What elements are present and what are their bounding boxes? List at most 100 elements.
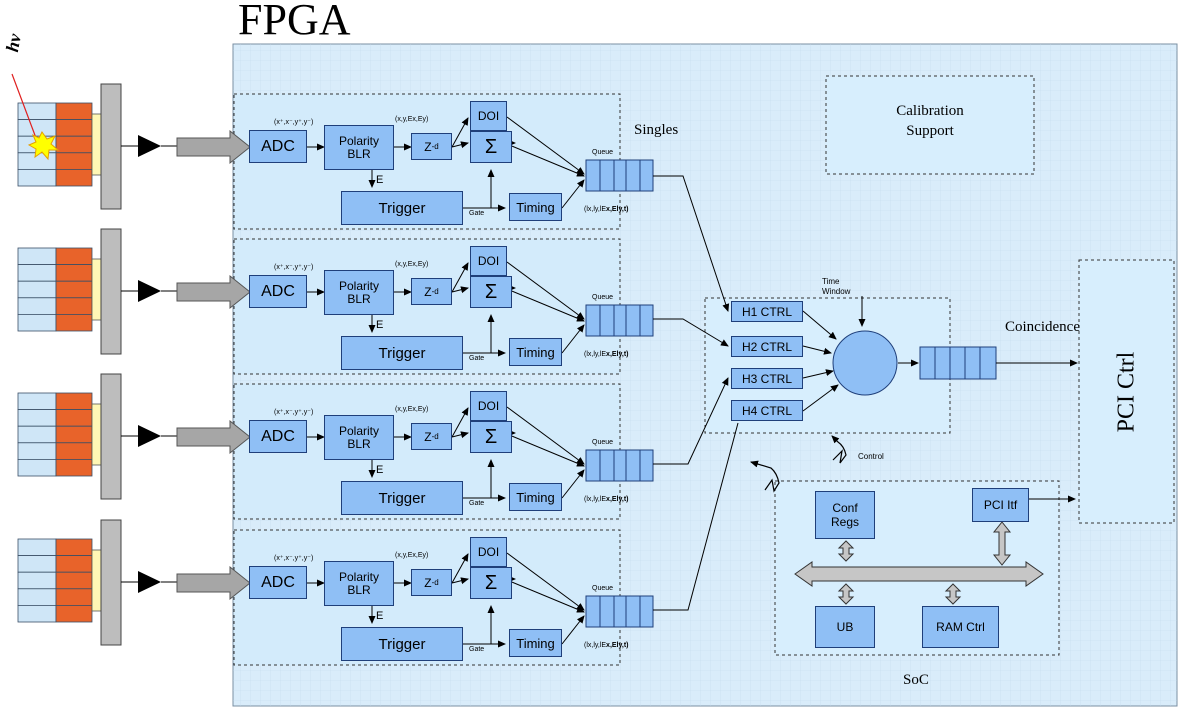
light-guide bbox=[91, 113, 102, 176]
delay-exponent: -d bbox=[431, 578, 439, 587]
adc-block: ADC bbox=[249, 130, 307, 163]
doi-block: DOI bbox=[470, 101, 507, 131]
queue-output-label: (lx,ly,lEx,Ely,t) bbox=[584, 496, 628, 503]
delay-label: Z bbox=[424, 284, 432, 299]
polarity-blr-block: Polarity BLR bbox=[324, 125, 394, 170]
detector-crystal bbox=[17, 538, 93, 623]
energy-label: E bbox=[376, 610, 384, 622]
soc-internals bbox=[750, 435, 1076, 605]
photon-label: hv bbox=[2, 32, 25, 54]
singles-queue bbox=[585, 595, 654, 628]
queue-output-prefix: (lx,ly,lE bbox=[584, 206, 607, 213]
queue-to-hctrl-links bbox=[653, 175, 739, 611]
energy-label: E bbox=[376, 174, 384, 186]
adc-output-label: (x⁺,x⁻,y⁺,y⁻) bbox=[274, 409, 314, 416]
timing-block: Timing bbox=[509, 629, 562, 657]
gate-label: Gate bbox=[469, 500, 485, 507]
soc-bus bbox=[794, 561, 1044, 587]
singles-label: Singles bbox=[634, 122, 679, 138]
queue-output-bold: x,Ely,t) bbox=[606, 351, 629, 358]
timing-block: Timing bbox=[509, 193, 562, 221]
queue-output-prefix: (lx,ly,lE bbox=[584, 496, 607, 503]
time-window-label: Time Window bbox=[822, 277, 851, 296]
ram-ctrl-block: RAM Ctrl bbox=[922, 606, 999, 648]
queue-label: Queue bbox=[592, 294, 614, 301]
fpga-title: FPGA bbox=[238, 0, 351, 44]
queue-label: Queue bbox=[592, 585, 614, 592]
sum-block: Σ bbox=[470, 276, 512, 308]
energy-label: E bbox=[376, 319, 384, 331]
photon-event bbox=[11, 73, 60, 161]
h2-ctrl-block: H2 CTRL bbox=[731, 336, 803, 357]
polarity-blr-block: Polarity BLR bbox=[324, 415, 394, 460]
adc-block: ADC bbox=[249, 275, 307, 308]
sum-block: Σ bbox=[470, 421, 512, 453]
trigger-block: Trigger bbox=[341, 627, 463, 661]
delay-block: Z-d bbox=[411, 569, 452, 596]
polarity-output-label: (x,y,Ex,Ey) bbox=[395, 116, 429, 123]
adc-output-label: (x⁺,x⁻,y⁺,y⁻) bbox=[274, 555, 314, 562]
queue-label: Queue bbox=[592, 149, 614, 156]
control-squiggle-2 bbox=[750, 460, 780, 493]
polarity-blr-block: Polarity BLR bbox=[324, 561, 394, 606]
queue-output-prefix: (lx,ly,lE bbox=[584, 642, 607, 649]
trigger-block: Trigger bbox=[341, 336, 463, 370]
channel-2 bbox=[17, 228, 654, 375]
delay-block: Z-d bbox=[411, 133, 452, 160]
gate-label: Gate bbox=[469, 355, 485, 362]
signal-arrow bbox=[176, 274, 251, 310]
signal-arrow bbox=[176, 129, 251, 165]
pci-itf-block: PCI Itf bbox=[972, 488, 1029, 522]
trigger-block: Trigger bbox=[341, 191, 463, 225]
h3-ctrl-block: H3 CTRL bbox=[731, 368, 803, 389]
photodetector bbox=[100, 373, 122, 500]
bus-link-pci bbox=[992, 521, 1012, 566]
control-label: Control bbox=[858, 452, 884, 461]
singles-queue bbox=[585, 449, 654, 482]
delay-block: Z-d bbox=[411, 278, 452, 305]
adc-block: ADC bbox=[249, 566, 307, 599]
pci-ctrl-box bbox=[1078, 259, 1175, 524]
detector-crystal bbox=[17, 392, 93, 477]
light-guide bbox=[91, 258, 102, 321]
trigger-block: Trigger bbox=[341, 481, 463, 515]
polarity-output-label: (x,y,Ex,Ey) bbox=[395, 406, 429, 413]
coincidence-label: Coincidence bbox=[1005, 319, 1080, 335]
pci-ctrl-label: PCI Ctrl bbox=[1113, 351, 1140, 433]
adc-block: ADC bbox=[249, 420, 307, 453]
conf-regs-block: Conf Regs bbox=[815, 491, 875, 539]
sum-block: Σ bbox=[470, 131, 512, 163]
doi-block: DOI bbox=[470, 391, 507, 421]
adc-output-label: (x⁺,x⁻,y⁺,y⁻) bbox=[274, 264, 314, 271]
queue-output-bold: x,Ely,t) bbox=[606, 496, 629, 503]
polarity-output-label: (x,y,Ex,Ey) bbox=[395, 552, 429, 559]
photodetector bbox=[100, 228, 122, 355]
gate-label: Gate bbox=[469, 210, 485, 217]
gate-label: Gate bbox=[469, 646, 485, 653]
sum-block: Σ bbox=[470, 567, 512, 599]
h4-ctrl-block: H4 CTRL bbox=[731, 400, 803, 421]
light-guide bbox=[91, 403, 102, 466]
h1-ctrl-block: H1 CTRL bbox=[731, 301, 803, 322]
light-guide bbox=[91, 549, 102, 612]
control-squiggle-1 bbox=[831, 435, 847, 464]
detector-crystal bbox=[17, 247, 93, 332]
polarity-blr-block: Polarity BLR bbox=[324, 270, 394, 315]
doi-block: DOI bbox=[470, 246, 507, 276]
amplifier-icon bbox=[138, 571, 161, 593]
delay-exponent: -d bbox=[431, 287, 439, 296]
doi-block: DOI bbox=[470, 537, 507, 567]
amplifier-icon bbox=[138, 425, 161, 447]
polarity-output-label: (x,y,Ex,Ey) bbox=[395, 261, 429, 268]
adc-output-label: (x⁺,x⁻,y⁺,y⁻) bbox=[274, 119, 314, 126]
amplifier-icon bbox=[138, 280, 161, 302]
coincidence-circle bbox=[832, 330, 898, 396]
singles-queue bbox=[585, 159, 654, 192]
delay-label: Z bbox=[424, 139, 432, 154]
delay-exponent: -d bbox=[431, 432, 439, 441]
timing-block: Timing bbox=[509, 483, 562, 511]
delay-label: Z bbox=[424, 575, 432, 590]
ub-block: UB bbox=[815, 606, 875, 648]
soc-label: SoC bbox=[903, 672, 929, 688]
queue-label: Queue bbox=[592, 439, 614, 446]
